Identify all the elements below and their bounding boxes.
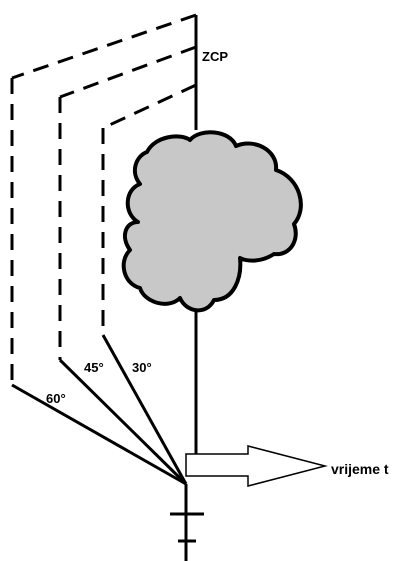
angle-30-label: 30° xyxy=(132,360,152,375)
fov-30-degree xyxy=(101,83,197,485)
angle-45-label: 45° xyxy=(84,360,104,375)
angle-60-label: 60° xyxy=(46,391,66,406)
zcp-label: ZCP xyxy=(202,49,228,64)
fov-60-degree xyxy=(10,13,197,486)
fov-45-degree xyxy=(58,45,197,486)
time-arrow xyxy=(185,445,328,487)
cloud-shape xyxy=(121,130,303,313)
time-label: vrijeme t xyxy=(331,461,389,477)
observer-symbol xyxy=(170,484,204,561)
